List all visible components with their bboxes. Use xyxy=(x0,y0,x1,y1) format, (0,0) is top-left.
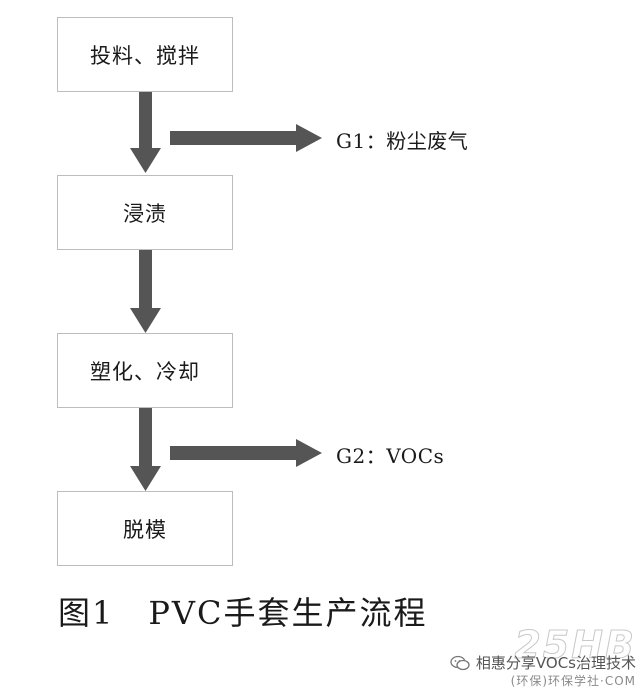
arrow-down-3 xyxy=(130,408,161,491)
step-box-demolding: 脱模 xyxy=(57,491,233,566)
output-label-g2: G2：VOCs xyxy=(336,444,445,468)
step-label: 脱模 xyxy=(123,517,167,542)
watermark-channel: 相惠分享VOCs治理技术 xyxy=(450,652,636,673)
caption-number: 图1 xyxy=(58,594,115,632)
step-box-dipping: 浸渍 xyxy=(57,175,233,250)
step-label: 投料、搅拌 xyxy=(90,43,200,68)
output-label-g1: G1：粉尘废气 xyxy=(336,129,469,153)
watermark-site: (环保)环保学社·COM xyxy=(510,674,636,688)
arrow-right-1 xyxy=(170,124,322,152)
caption-title: PVC手套生产流程 xyxy=(148,594,428,632)
step-label: 塑化、冷却 xyxy=(90,359,200,384)
watermark-brand: 25HB xyxy=(514,623,636,667)
watermark: 25HB 相惠分享VOCs治理技术 (环保)环保学社·COM xyxy=(396,626,636,692)
watermark-channel-text: 相惠分享VOCs治理技术 xyxy=(475,654,636,672)
figure-caption: 图1 PVC手套生产流程 xyxy=(58,588,428,634)
arrow-down-1 xyxy=(130,92,161,173)
arrow-down-2 xyxy=(130,250,161,333)
step-box-feeding-mixing: 投料、搅拌 xyxy=(57,17,233,92)
step-box-plasticizing-cooling: 塑化、冷却 xyxy=(57,333,233,408)
wechat-icon xyxy=(450,655,470,670)
arrow-right-2 xyxy=(170,439,322,467)
step-label: 浸渍 xyxy=(123,201,167,226)
